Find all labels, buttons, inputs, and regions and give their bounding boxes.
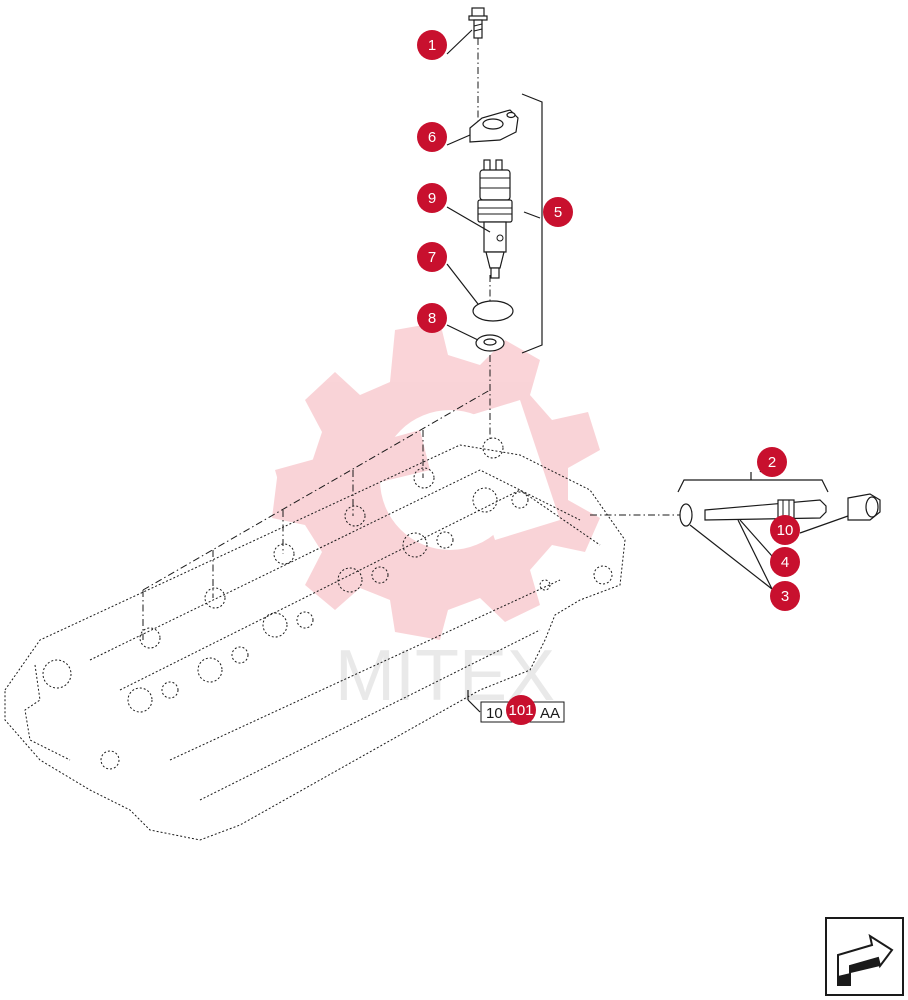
cylinder-head	[4, 389, 626, 841]
injector-part	[477, 159, 513, 279]
connector-nut-part	[847, 493, 881, 521]
callout-10[interactable]: 10	[770, 515, 800, 545]
reference-box-text-right: AA	[540, 705, 560, 722]
svg-text:2: 2	[768, 454, 776, 471]
svg-text:5: 5	[554, 204, 562, 221]
next-page-arrow-icon[interactable]	[825, 917, 904, 996]
reference-box-text-left: 10	[486, 705, 503, 722]
callout-2[interactable]: 2	[757, 447, 787, 477]
svg-text:7: 7	[428, 249, 436, 266]
svg-text:1: 1	[428, 37, 436, 54]
callout-7[interactable]: 7	[417, 242, 447, 272]
callout-6[interactable]: 6	[417, 122, 447, 152]
washer-part	[475, 334, 505, 352]
group-bracket-2	[677, 479, 829, 493]
svg-text:10: 10	[777, 522, 794, 539]
callout-4[interactable]: 4	[770, 547, 800, 577]
svg-text:3: 3	[781, 588, 789, 605]
svg-text:9: 9	[428, 190, 436, 207]
callout-9[interactable]: 9	[417, 183, 447, 213]
screw-part	[468, 7, 488, 39]
o-ring-part	[472, 300, 514, 322]
fuel-connector-tube-part	[704, 499, 827, 521]
callout-leaders	[446, 29, 849, 590]
callout-8[interactable]: 8	[417, 303, 447, 333]
group-bracket-5	[521, 93, 543, 354]
watermark-logo: MITEX	[272, 322, 600, 716]
clamp-bracket-part	[469, 109, 519, 143]
svg-text:101: 101	[508, 702, 533, 719]
svg-text:8: 8	[428, 310, 436, 327]
callout-5[interactable]: 5	[543, 197, 573, 227]
callout-1[interactable]: 1	[417, 30, 447, 60]
svg-text:4: 4	[781, 554, 789, 571]
svg-text:6: 6	[428, 129, 436, 146]
reference-box[interactable]: 10 AA 101	[467, 690, 565, 725]
callout-3[interactable]: 3	[770, 581, 800, 611]
reference-badge: 101	[506, 695, 536, 725]
o-ring-connector-part	[679, 503, 693, 527]
